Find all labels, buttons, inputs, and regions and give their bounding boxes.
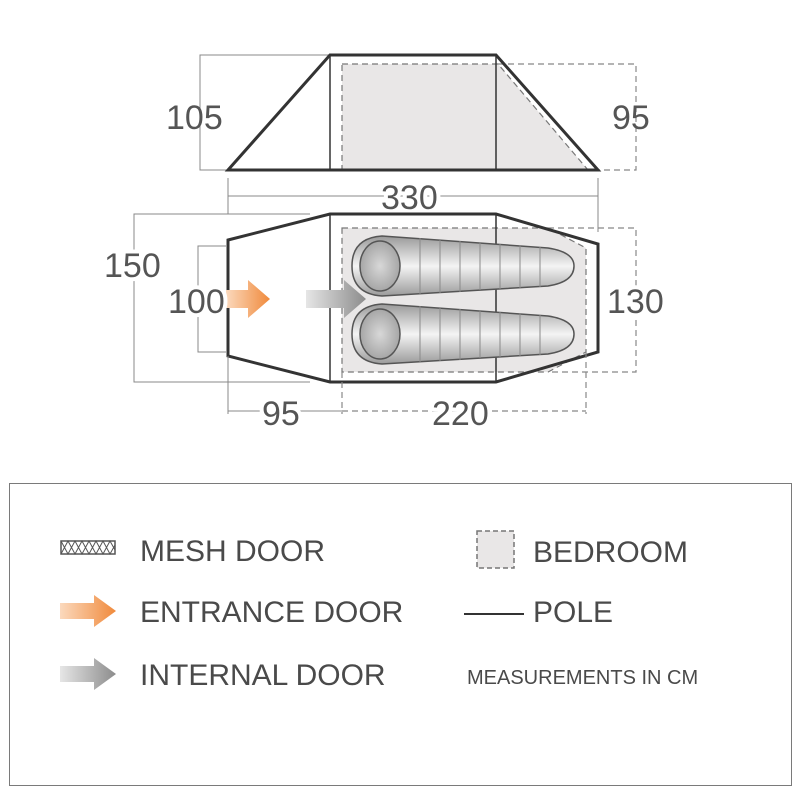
entrance-arrow-icon bbox=[60, 595, 116, 627]
legend-entrance-door-label: ENTRANCE DOOR bbox=[140, 596, 404, 629]
sleeping-bag-top bbox=[351, 235, 575, 297]
entrance-door-arrow bbox=[226, 280, 270, 318]
side-elevation: 105 95 bbox=[166, 53, 650, 172]
rear-height-guide bbox=[199, 54, 330, 171]
dim-total-length: 330 bbox=[381, 179, 438, 217]
dim-bedroom-length: 220 bbox=[432, 395, 489, 433]
floor-plan: 150 100 130 bbox=[100, 212, 668, 384]
pole-icon bbox=[464, 613, 524, 615]
legend-internal-door-label: INTERNAL DOOR bbox=[140, 659, 386, 692]
legend bbox=[9, 483, 792, 786]
dim-height-front: 95 bbox=[612, 99, 650, 137]
tent-diagram: 105 95 330 bbox=[100, 53, 668, 437]
dim-door-width: 100 bbox=[168, 283, 225, 321]
legend-bedroom-label: BEDROOM bbox=[533, 536, 689, 569]
length-dimension: 330 bbox=[227, 175, 599, 232]
bedroom-width-guide bbox=[548, 227, 637, 373]
dim-bedroom-width: 130 bbox=[607, 283, 664, 321]
plan-flysheet bbox=[226, 212, 600, 384]
legend-mesh-door-label: MESH DOOR bbox=[140, 535, 326, 568]
mesh-door-icon bbox=[60, 540, 116, 556]
sleeping-bag-bottom bbox=[351, 303, 575, 365]
bedroom-icon bbox=[476, 530, 515, 569]
legend-pole-label: POLE bbox=[533, 596, 614, 629]
bottom-dimensions: 95 220 bbox=[227, 352, 587, 437]
dim-height-rear: 105 bbox=[166, 99, 223, 137]
door-width-guide bbox=[197, 245, 226, 353]
front-height-guide bbox=[498, 63, 637, 171]
dim-total-width: 150 bbox=[104, 247, 161, 285]
internal-arrow-icon bbox=[60, 658, 116, 690]
dim-porch-length: 95 bbox=[262, 395, 300, 433]
legend-measurements-note: MEASUREMENTS IN CM bbox=[467, 667, 699, 689]
total-width-guide bbox=[133, 213, 310, 383]
internal-door-arrow bbox=[306, 280, 366, 318]
